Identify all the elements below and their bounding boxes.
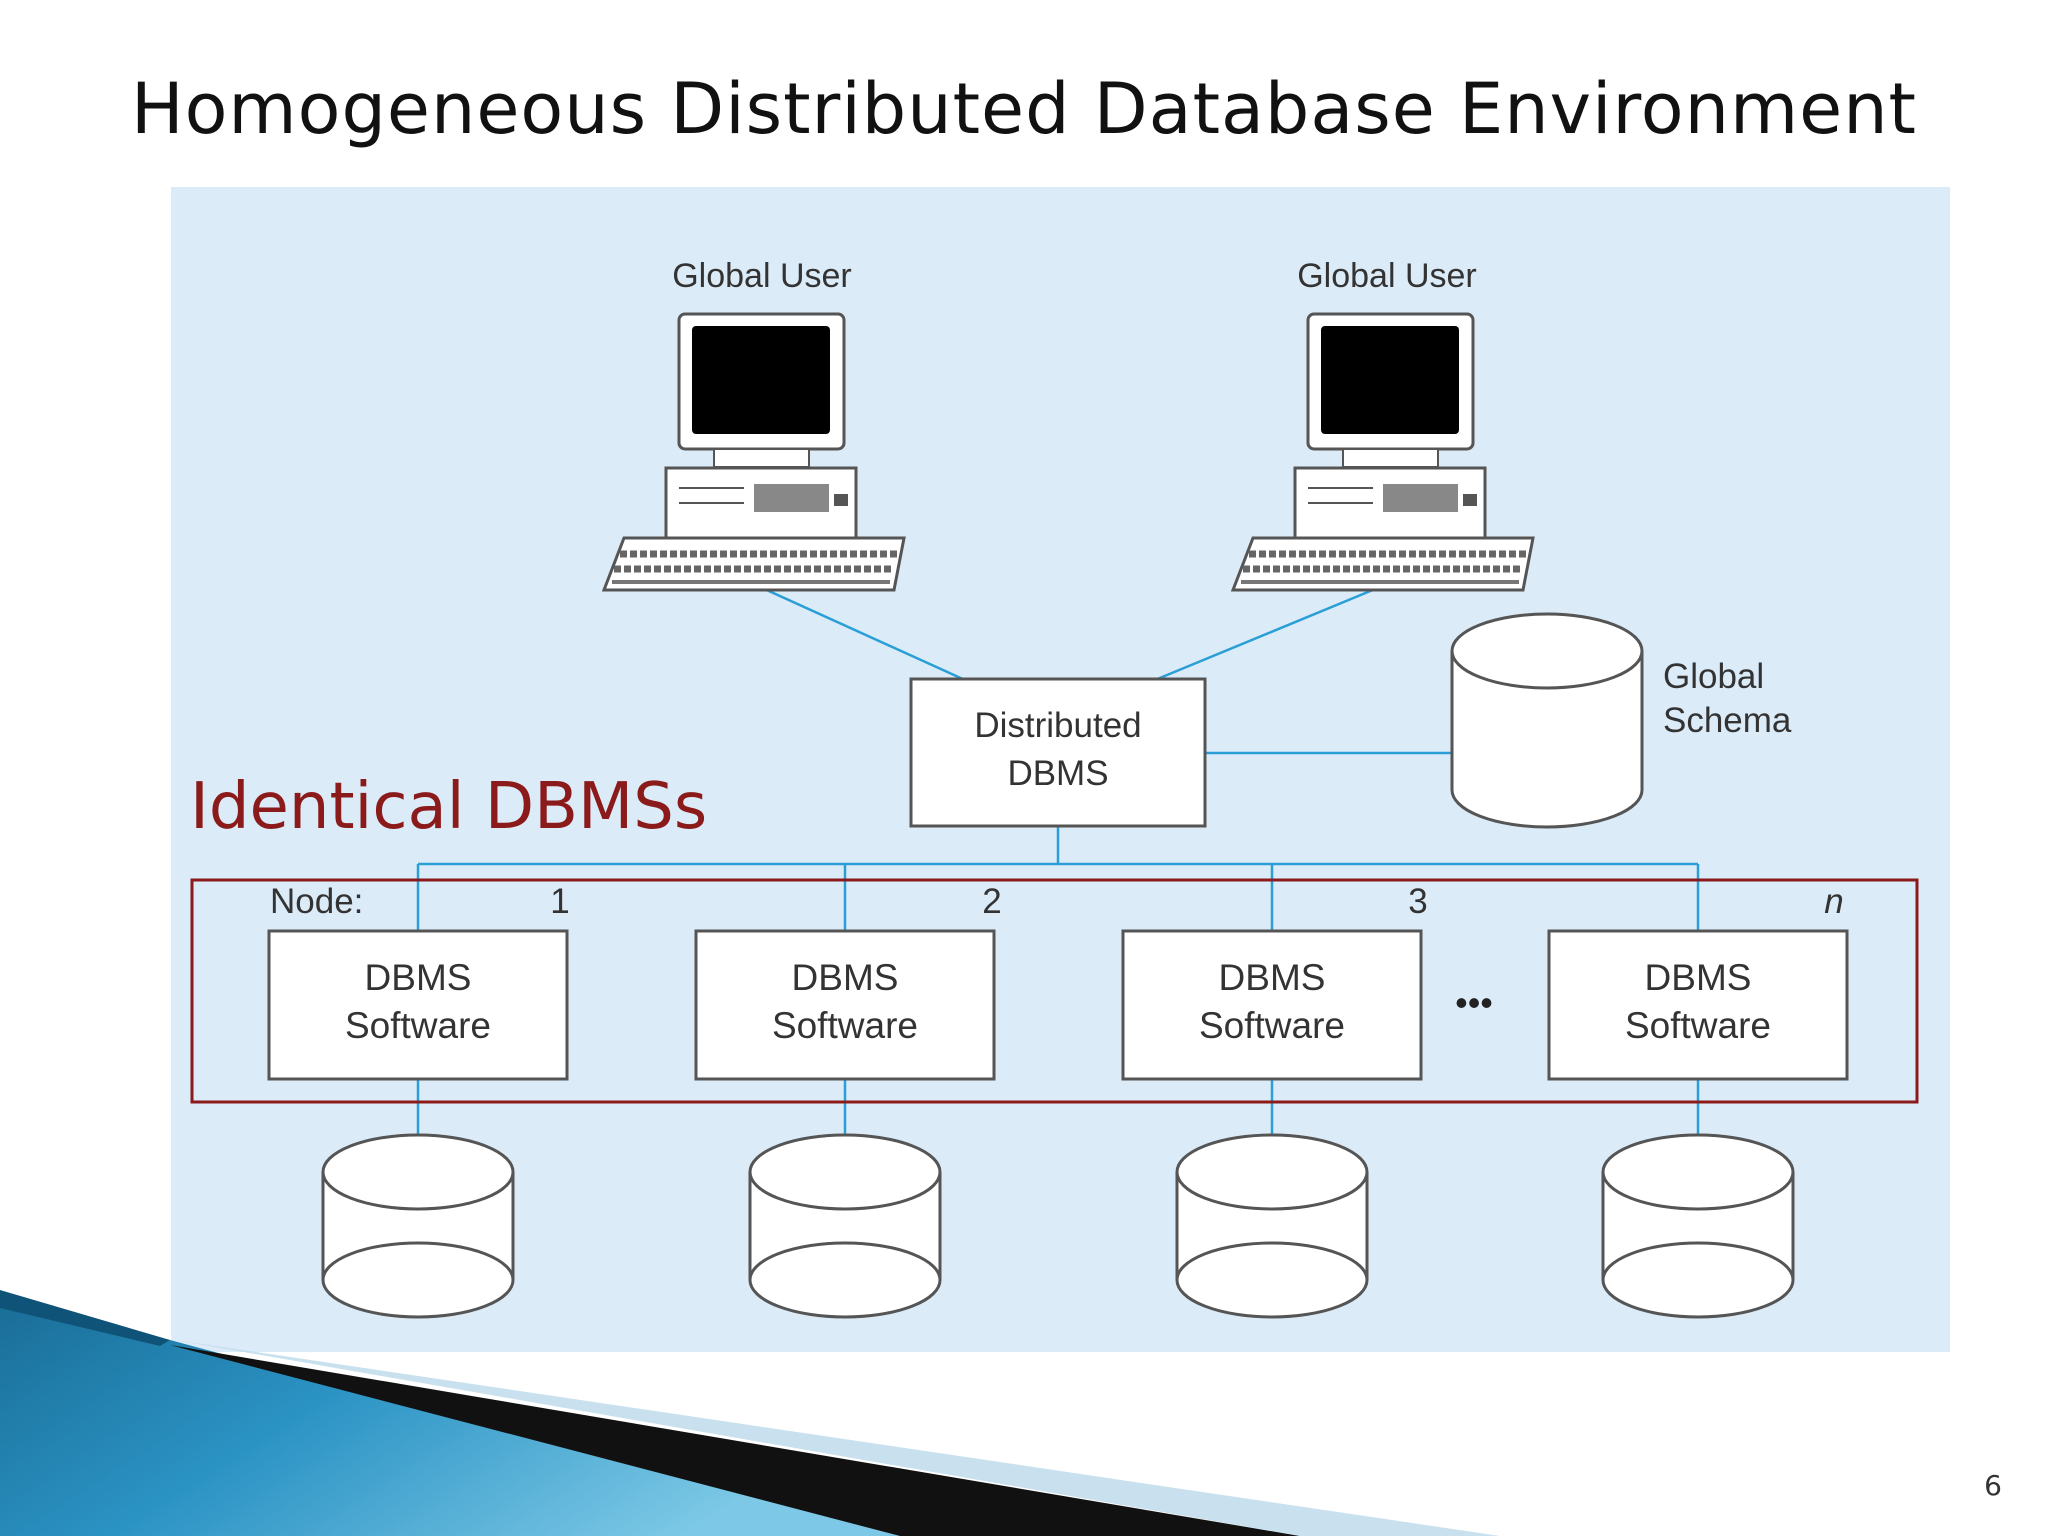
dbms-software-line1: DBMS	[792, 957, 899, 998]
dbms-software-line1: DBMS	[1645, 957, 1752, 998]
slide-title: Homogeneous Distributed Database Environ…	[130, 68, 1918, 150]
node-number: 2	[982, 882, 1001, 921]
local-database-cylinder-1	[321, 1133, 515, 1319]
local-database-cylinder-2	[748, 1133, 942, 1319]
distributed-dbms-line1: Distributed	[974, 706, 1141, 745]
node-number: 3	[1408, 882, 1427, 921]
identical-dbms-callout: Identical DBMSs	[190, 770, 708, 844]
local-database-cylinder-3	[1175, 1133, 1369, 1319]
computer-icon	[601, 312, 906, 592]
computer-icon	[1230, 312, 1535, 592]
global-user-label: Global User	[672, 257, 852, 295]
global-user-label: Global User	[1297, 257, 1477, 295]
node-3: 3 DBMS Software	[1121, 882, 1428, 1081]
decorative-swoosh	[0, 1290, 1500, 1536]
ellipsis: •••	[1455, 982, 1493, 1023]
local-database-cylinder-n	[1601, 1133, 1795, 1319]
identical-dbms-highlight	[190, 878, 1919, 1104]
dbms-software-line2: Software	[1625, 1005, 1771, 1046]
node-1: 1 DBMS Software	[267, 882, 570, 1081]
node-number: 1	[550, 882, 569, 921]
global-schema-line2: Schema	[1663, 701, 1792, 740]
node-2: 2 DBMS Software	[694, 882, 1002, 1081]
node-n: n DBMS Software	[1547, 882, 1849, 1081]
distributed-dbms-line2: DBMS	[1007, 754, 1108, 793]
global-user-1: Global User	[601, 257, 906, 592]
connector-lines	[416, 585, 1700, 1142]
dbms-software-line2: Software	[345, 1005, 491, 1046]
dbms-software-line2: Software	[1199, 1005, 1345, 1046]
distributed-dbms-box: Distributed DBMS	[909, 677, 1207, 828]
node-number: n	[1824, 882, 1843, 921]
node-label: Node:	[270, 882, 363, 921]
global-user-2: Global User	[1230, 257, 1535, 592]
global-schema-line1: Global	[1663, 657, 1764, 696]
page-number: 6	[1984, 1469, 2002, 1502]
dbms-software-line1: DBMS	[365, 957, 472, 998]
dbms-software-line2: Software	[772, 1005, 918, 1046]
global-schema-cylinder: Global Schema	[1450, 612, 1792, 829]
dbms-software-line1: DBMS	[1219, 957, 1326, 998]
